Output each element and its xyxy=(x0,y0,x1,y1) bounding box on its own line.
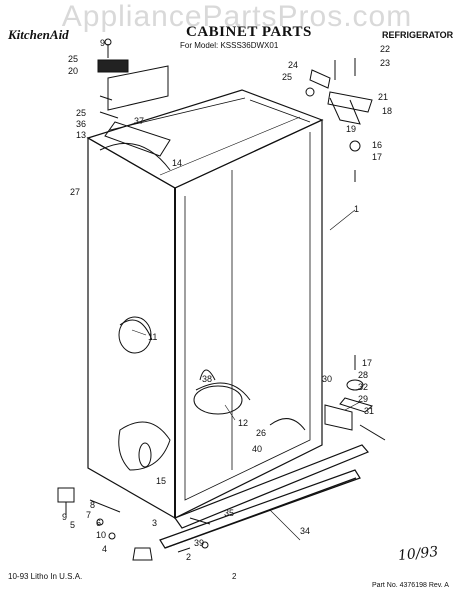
callout-23: 23 xyxy=(380,58,390,68)
callout-30: 30 xyxy=(322,374,332,384)
callout-25a: 25 xyxy=(68,54,78,64)
wire-harness xyxy=(99,142,306,471)
page-title: CABINET PARTS xyxy=(186,24,312,40)
callout-17a: 17 xyxy=(372,152,382,162)
callout-18: 18 xyxy=(382,106,392,116)
callout-32: 32 xyxy=(358,382,368,392)
callout-17b: 17 xyxy=(362,358,372,368)
callout-20: 20 xyxy=(68,66,78,76)
callout-1: 1 xyxy=(354,204,359,214)
callout-2: 2 xyxy=(186,552,191,562)
hinge-assembly xyxy=(305,58,373,182)
callout-8: 8 xyxy=(90,500,95,510)
model-line: For Model: KSSS36DWX01 xyxy=(180,41,279,50)
callout-39: 39 xyxy=(194,538,204,548)
callout-12: 12 xyxy=(238,418,248,428)
callout-38: 38 xyxy=(202,374,212,384)
callout-14: 14 xyxy=(172,158,182,168)
callout-9b: 9 xyxy=(62,512,67,522)
leader-lines xyxy=(131,209,361,541)
callout-25b: 25 xyxy=(76,108,86,118)
callout-24: 24 xyxy=(288,60,298,70)
callout-34: 34 xyxy=(300,526,310,536)
category-label: REFRIGERATOR xyxy=(382,30,454,40)
control-box-assembly xyxy=(97,38,171,157)
callout-36: 36 xyxy=(76,119,86,129)
callout-35: 35 xyxy=(224,508,234,518)
callout-labels: 25 20 9 25 36 13 37 14 27 24 25 22 23 21… xyxy=(62,38,392,562)
lower-hinge-assembly xyxy=(324,355,386,441)
callout-29: 29 xyxy=(358,394,368,404)
litho-note: 10-93 Litho In U.S.A. xyxy=(8,572,83,581)
part-number: Part No. 4376198 Rev. A xyxy=(372,582,449,589)
callout-4: 4 xyxy=(102,544,107,554)
callout-15: 15 xyxy=(156,476,166,486)
callout-25c: 25 xyxy=(282,72,292,82)
callout-13: 13 xyxy=(76,130,86,140)
callout-28: 28 xyxy=(358,370,368,380)
brand-logo: KitchenAid xyxy=(8,27,69,42)
leveling-parts xyxy=(57,487,211,561)
callout-16: 16 xyxy=(372,140,382,150)
callout-21: 21 xyxy=(378,92,388,102)
callout-3: 3 xyxy=(152,518,157,528)
watermark: AppliancePartsPros.com xyxy=(61,0,413,33)
callout-31: 31 xyxy=(364,406,374,416)
page-number: 2 xyxy=(232,572,237,581)
callout-11: 11 xyxy=(148,332,157,342)
callout-37: 37 xyxy=(134,116,144,126)
callout-5: 5 xyxy=(70,520,75,530)
cabinet-body xyxy=(86,89,369,549)
callout-22: 22 xyxy=(380,44,390,54)
callout-40: 40 xyxy=(252,444,262,454)
callout-19: 19 xyxy=(346,124,356,134)
callout-27: 27 xyxy=(70,187,80,197)
callout-10: 10 xyxy=(96,530,106,540)
callout-6: 6 xyxy=(96,518,101,528)
callout-9a: 9 xyxy=(100,38,105,48)
callout-7: 7 xyxy=(86,510,91,520)
callout-26: 26 xyxy=(256,428,266,438)
